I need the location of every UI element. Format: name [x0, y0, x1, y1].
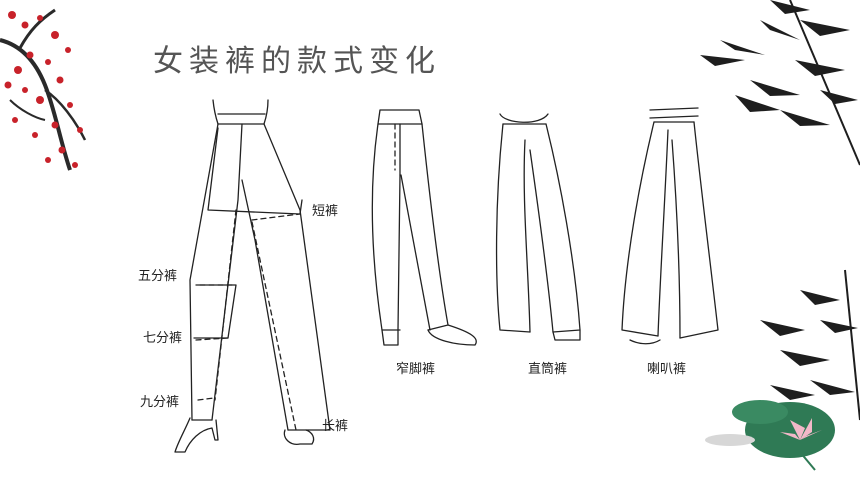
lotus-flower-icon [780, 418, 822, 440]
label-nine-tenths-pants: 九分裤 [140, 395, 180, 410]
lotus-leaf-icon [705, 400, 835, 471]
flared-pants-figure [621, 107, 719, 345]
label-five-tenths-pants: 五分裤 [138, 269, 178, 284]
plum-blossom-branch-icon [0, 8, 87, 171]
label-straight-pants: 直筒裤 [528, 362, 568, 377]
straight-pants-figure [495, 113, 581, 341]
label-narrow-leg-pants: 窄脚裤 [396, 362, 436, 377]
narrow-leg-pants-figure [371, 109, 477, 346]
long-trousers-figure [174, 99, 331, 453]
label-shorts: 短裤 [312, 204, 339, 219]
label-seven-tenths-pants: 七分裤 [143, 331, 183, 346]
label-long-pants: 长裤 [322, 419, 349, 434]
label-flared-pants: 喇叭裤 [647, 362, 687, 377]
bamboo-top-right-icon [700, 0, 860, 166]
bamboo-bottom-right-icon [760, 269, 860, 421]
page-title: 女装裤的款式变化 [153, 44, 441, 79]
